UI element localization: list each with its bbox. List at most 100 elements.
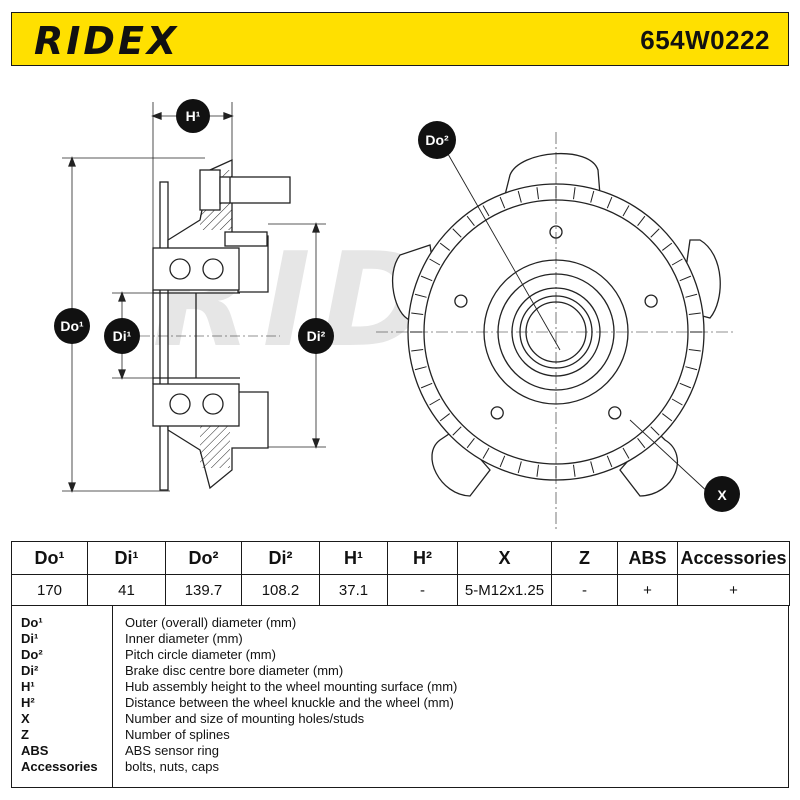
legend-row: ABS ABS sensor ring [12, 743, 790, 759]
tone-ring-tooth [466, 438, 475, 449]
spec-value: - [551, 574, 618, 606]
spec-header: Do¹ [11, 541, 88, 575]
legend-desc: Number of splines [125, 727, 230, 742]
tone-ring-tooth [637, 215, 646, 226]
svg-text:Do²: Do² [425, 132, 449, 148]
tone-ring-tooth [685, 366, 698, 371]
tone-ring-tooth [590, 190, 595, 203]
legend-row: Di¹ Inner diameter (mm) [12, 631, 790, 647]
specs-value-row: 170 41 139.7 108.2 37.1 - 5-M12x1.25 - +… [11, 574, 790, 606]
tone-ring-tooth [688, 312, 701, 316]
tone-ring-tooth [466, 215, 475, 226]
spec-value: 108.2 [241, 574, 320, 606]
legend-panel: Do¹ Outer (overall) diameter (mm) Di¹ In… [11, 606, 789, 788]
legend-row: Do² Pitch circle diameter (mm) [12, 647, 790, 663]
tone-ring-tooth [411, 312, 424, 316]
tone-ring-tooth [606, 455, 613, 468]
tone-ring-tooth [439, 413, 450, 422]
spec-header: Z [551, 541, 618, 575]
tone-ring-tooth [662, 242, 673, 251]
tone-ring-tooth [429, 398, 441, 406]
spec-header: Do² [165, 541, 242, 575]
legend-divider [112, 606, 113, 787]
spec-value: 37.1 [319, 574, 388, 606]
technical-drawing: RIDEX [54, 99, 740, 530]
tone-ring-tooth [499, 455, 506, 468]
tone-ring-tooth [536, 464, 540, 477]
stud-hole [454, 294, 468, 308]
stud-hole [490, 406, 504, 420]
legend-key: H¹ [21, 679, 35, 694]
legend-key: Z [21, 727, 29, 742]
brand-logo: RIDEX [34, 19, 180, 63]
spec-header: X [457, 541, 552, 575]
spec-header: H² [387, 541, 458, 575]
stud-hole [644, 294, 658, 308]
svg-text:Do¹: Do¹ [60, 318, 84, 334]
tone-ring-tooth [622, 205, 630, 217]
tone-ring-tooth [622, 447, 630, 459]
tone-ring-tooth [688, 348, 701, 352]
part-number: 654W0222 [640, 25, 770, 55]
tone-ring-tooth [671, 398, 683, 406]
legend-key: Do¹ [21, 615, 43, 630]
legend-row: Accessories bolts, nuts, caps [12, 759, 790, 775]
tone-ring-tooth [420, 275, 433, 282]
tone-ring-tooth [429, 258, 441, 266]
legend-key: Di² [21, 663, 39, 678]
tone-ring-tooth [414, 293, 427, 298]
spec-header: ABS [617, 541, 678, 575]
tone-ring-tooth [650, 426, 660, 436]
legend-key: Do² [21, 647, 43, 662]
spec-header: Di² [241, 541, 320, 575]
spec-value: 170 [11, 574, 88, 606]
legend-desc: ABS sensor ring [125, 743, 219, 758]
spec-value: - [387, 574, 458, 606]
legend-key: X [21, 711, 30, 726]
label-x: X [704, 476, 740, 512]
front-view [376, 132, 736, 530]
svg-text:Di¹: Di¹ [113, 328, 132, 344]
tone-ring-tooth [536, 187, 540, 200]
spec-value: + [677, 574, 790, 606]
label-h1: H¹ [176, 99, 210, 133]
svg-text:H¹: H¹ [186, 108, 201, 124]
tone-ring-tooth [482, 447, 490, 459]
legend-row: Do¹ Outer (overall) diameter (mm) [12, 615, 790, 631]
legend-row: Di² Brake disc centre bore diameter (mm) [12, 663, 790, 679]
legend-key: Accessories [21, 759, 98, 774]
tone-ring-tooth [439, 242, 450, 251]
tone-ring-tooth [590, 461, 595, 474]
tone-ring-tooth [482, 205, 490, 217]
svg-text:X: X [717, 487, 727, 503]
legend-desc: Distance between the wheel knuckle and t… [125, 695, 454, 710]
legend-desc: Pitch circle diameter (mm) [125, 647, 276, 662]
label-do2: Do² [418, 121, 456, 159]
header-banner: RIDEX 654W0222 [11, 12, 789, 66]
svg-text:Di²: Di² [307, 328, 326, 344]
legend-desc: Inner diameter (mm) [125, 631, 243, 646]
spec-header: Di¹ [87, 541, 166, 575]
legend-desc: Brake disc centre bore diameter (mm) [125, 663, 344, 678]
legend-key: ABS [21, 743, 49, 758]
tone-ring-tooth [637, 438, 646, 449]
tone-ring-tooth [685, 293, 698, 298]
legend-desc: Number and size of mounting holes/studs [125, 711, 365, 726]
tone-ring-tooth [606, 196, 613, 209]
tone-ring-tooth [572, 464, 576, 477]
tone-ring-tooth [499, 196, 506, 209]
spec-header: Accessories [677, 541, 790, 575]
tone-ring-tooth [414, 366, 427, 371]
legend-row: X Number and size of mounting holes/stud… [12, 711, 790, 727]
legend-desc: Hub assembly height to the wheel mountin… [125, 679, 458, 694]
tone-ring-tooth [517, 461, 522, 474]
tone-ring-tooth [650, 228, 660, 238]
tone-ring-tooth [452, 228, 462, 238]
tone-ring-tooth [679, 382, 692, 389]
tone-ring-tooth [411, 348, 424, 352]
spec-value: 5-M12x1.25 [457, 574, 552, 606]
legend-key: Di¹ [21, 631, 39, 646]
tone-ring-tooth [671, 258, 683, 266]
spec-header: H¹ [319, 541, 388, 575]
legend-desc: bolts, nuts, caps [125, 759, 219, 774]
